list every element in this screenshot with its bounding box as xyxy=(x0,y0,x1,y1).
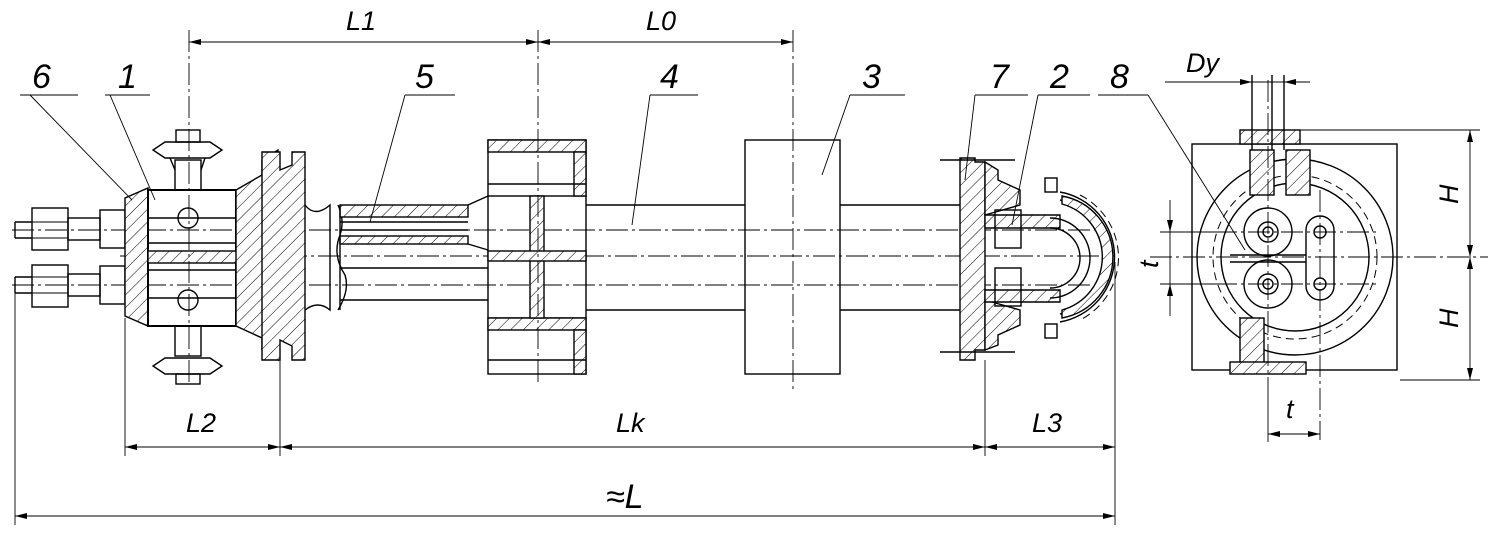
pipe-section xyxy=(586,204,960,311)
dim-Dy: Dy xyxy=(1186,48,1220,78)
tube-bundle xyxy=(339,195,489,310)
callout-8: 8 xyxy=(1110,58,1129,96)
support-clamp xyxy=(487,139,587,375)
dim-H-bottom: H xyxy=(1434,308,1464,328)
callouts: 6 1 5 4 3 7 2 8 xyxy=(20,58,1246,251)
block-3 xyxy=(744,139,841,375)
dimensions: L1 L0 L2 Lk L3 ≈L Dy H H xyxy=(14,6,1480,525)
callout-4: 4 xyxy=(660,58,679,96)
dim-L2: L2 xyxy=(186,408,216,438)
dim-t-left: t xyxy=(1134,259,1164,268)
inlet-fittings xyxy=(14,207,126,308)
dim-L1: L1 xyxy=(346,6,376,36)
callout-6: 6 xyxy=(32,58,51,96)
callout-7: 7 xyxy=(990,58,1010,96)
side-view xyxy=(12,30,1119,392)
u-bend xyxy=(1049,191,1119,323)
dim-L0: L0 xyxy=(646,6,676,36)
dim-t-bottom: t xyxy=(1286,394,1295,424)
callout-3: 3 xyxy=(862,58,881,96)
dim-Lk: Lk xyxy=(616,408,646,438)
dim-H-top: H xyxy=(1434,184,1464,204)
callout-2: 2 xyxy=(1049,58,1069,96)
callout-5: 5 xyxy=(415,58,434,96)
dim-L: ≈L xyxy=(606,478,644,516)
callout-1: 1 xyxy=(118,58,137,96)
dim-L3: L3 xyxy=(1032,408,1062,438)
end-view xyxy=(1150,75,1488,440)
right-flange xyxy=(940,157,1061,361)
collector-housing xyxy=(124,129,306,385)
